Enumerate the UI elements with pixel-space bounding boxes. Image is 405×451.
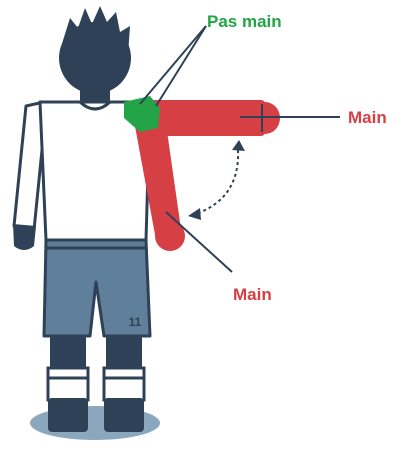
player-head bbox=[59, 6, 131, 94]
player-figure: 11 bbox=[13, 6, 150, 432]
label-hand-bottom: Main bbox=[233, 285, 272, 304]
arrowhead-bottom-icon bbox=[188, 208, 201, 220]
player-left-hand bbox=[13, 224, 36, 250]
leader-not-hand-1 bbox=[140, 26, 206, 104]
arrowhead-top-icon bbox=[232, 140, 245, 151]
jersey-number: 11 bbox=[129, 315, 142, 329]
label-hand-right: Main bbox=[348, 108, 387, 127]
label-not-hand: Pas main bbox=[207, 12, 282, 31]
rotation-arrow bbox=[188, 140, 245, 220]
leader-not-hand-2 bbox=[156, 26, 206, 106]
